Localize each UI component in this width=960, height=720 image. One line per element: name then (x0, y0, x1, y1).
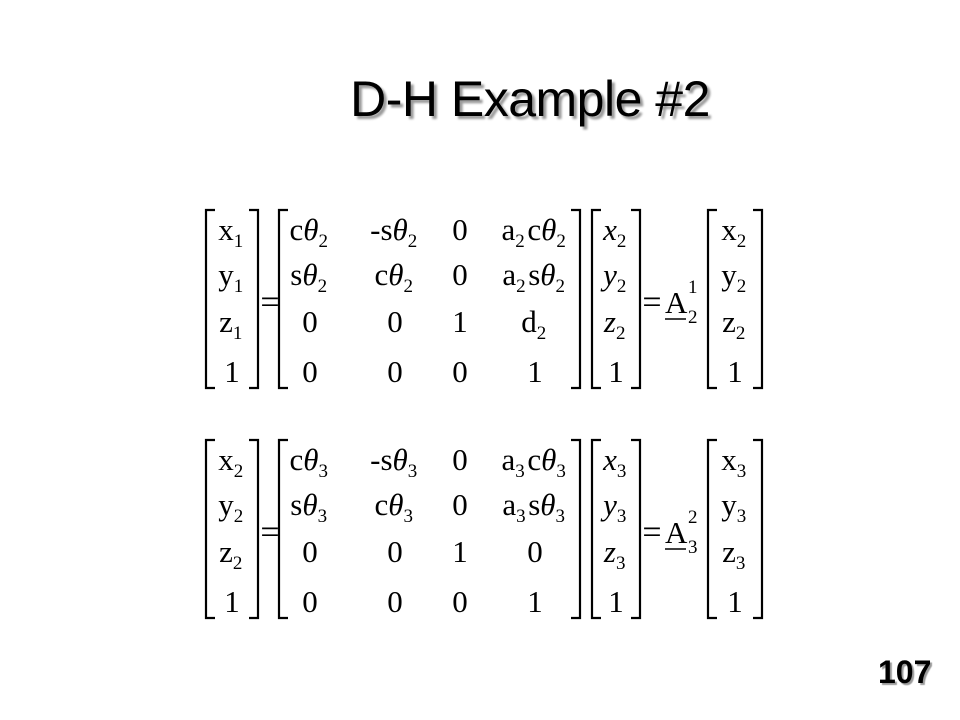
matrix-entry: 0 (387, 584, 403, 619)
matrix-entry: cθ3 (374, 487, 415, 527)
rhs-vector-right-bracket (753, 208, 764, 390)
matrix-left-bracket (277, 438, 288, 620)
lhs-vector-entry: z2 (219, 534, 245, 574)
rhs-vector-entry: y2 (721, 257, 749, 297)
product-vector-entry: 1 (608, 354, 624, 389)
matrix-entry: 0 (387, 304, 403, 339)
equals-sign: = (260, 514, 279, 551)
matrix-entry: 0 (387, 534, 403, 569)
matrix-entry: cθ2 (374, 257, 415, 297)
rhs-vector-right-bracket (753, 438, 764, 620)
product-vector-left-bracket (590, 438, 601, 620)
rhs-vector-left-bracket (706, 438, 717, 620)
matrix-left-bracket (277, 208, 288, 390)
matrix-entry: a3 sθ3 (502, 487, 567, 527)
matrix-entry: 0 (302, 534, 318, 569)
lhs-vector-entry: x1 (218, 212, 246, 252)
product-vector-entry: z2 (603, 304, 628, 344)
equals-sign: = (642, 284, 661, 321)
matrix-right-bracket (571, 438, 582, 620)
lhs-vector-left-bracket (204, 438, 215, 620)
rhs-vector-entry: 1 (727, 584, 743, 619)
matrix-entry: -sθ2 (370, 212, 420, 252)
matrix-entry: sθ3 (290, 487, 329, 527)
rhs-vector-entry: x3 (721, 442, 749, 482)
lhs-vector-entry: y1 (218, 257, 246, 297)
matrix-entry: 0 (387, 354, 403, 389)
matrix-entry: a2 sθ2 (502, 257, 567, 297)
product-vector-left-bracket (590, 208, 601, 390)
product-vector-entry: y3 (600, 487, 629, 527)
matrix-entry: 0 (452, 212, 468, 247)
matrix-entry: d2 (521, 304, 549, 344)
matrix-entry: cθ3 (289, 442, 330, 482)
matrix-entry: a2 cθ2 (502, 212, 569, 252)
matrix-entry: -sθ3 (370, 442, 420, 482)
lhs-vector-entry: z1 (219, 304, 245, 344)
rhs-vector-left-bracket (706, 208, 717, 390)
product-vector-entry: x3 (602, 442, 629, 482)
transform-superscript: 2 (688, 507, 698, 528)
matrix-entry: 1 (452, 304, 468, 339)
matrix-entry: 0 (302, 584, 318, 619)
transform-subscript: 3 (688, 537, 698, 558)
matrix-entry: 0 (527, 534, 543, 569)
product-vector-entry: 1 (608, 584, 624, 619)
lhs-vector-entry: y2 (218, 487, 246, 527)
lhs-vector-entry: x2 (218, 442, 246, 482)
matrix-entry: 0 (452, 442, 468, 477)
matrix-entry: 0 (302, 354, 318, 389)
equals-sign: = (642, 514, 661, 551)
slide-title: D-H Example #2 (350, 71, 710, 127)
transform-superscript: 1 (688, 277, 698, 298)
matrix-entry: 1 (527, 354, 543, 389)
transform-symbol: A (665, 515, 688, 550)
transform-subscript: 2 (688, 307, 698, 328)
lhs-vector-entry: 1 (224, 354, 240, 389)
lhs-vector-entry: 1 (224, 584, 240, 619)
equals-sign: = (260, 284, 279, 321)
page-number: 107 (878, 654, 932, 690)
matrix-entry: sθ2 (290, 257, 329, 297)
product-vector-right-bracket (631, 208, 642, 390)
product-vector-entry: z3 (603, 534, 628, 574)
lhs-vector-right-bracket (249, 208, 260, 390)
matrix-entry: 0 (452, 257, 468, 292)
rhs-vector-entry: z2 (722, 304, 748, 344)
matrix-entry: 1 (527, 584, 543, 619)
equation-2: x2 y2 z2 1 = cθ3 -sθ3 0 a3 cθ3 sθ3 cθ3 0 a3 … (204, 438, 764, 620)
matrix-entry: 0 (452, 584, 468, 619)
product-vector-entry: x2 (602, 212, 629, 252)
lhs-vector-left-bracket (204, 208, 215, 390)
rhs-vector-entry: z3 (722, 534, 748, 574)
matrix-entry: 0 (302, 304, 318, 339)
matrix-entry: cθ2 (289, 212, 330, 252)
matrix-entry: 1 (452, 534, 468, 569)
matrix-entry: a3 cθ3 (502, 442, 569, 482)
lhs-vector-right-bracket (249, 438, 260, 620)
matrix-entry: 0 (452, 354, 468, 389)
equation-1: x1 y1 z1 1 = cθ2 -sθ2 0 a2 cθ2 sθ2 cθ2 0 a2 … (204, 208, 764, 390)
product-vector-entry: y2 (600, 257, 629, 297)
rhs-vector-entry: y3 (721, 487, 749, 527)
rhs-vector-entry: x2 (721, 212, 749, 252)
product-vector-right-bracket (631, 438, 642, 620)
transform-symbol: A (665, 285, 688, 320)
matrix-right-bracket (571, 208, 582, 390)
rhs-vector-entry: 1 (727, 354, 743, 389)
matrix-entry: 0 (452, 487, 468, 522)
